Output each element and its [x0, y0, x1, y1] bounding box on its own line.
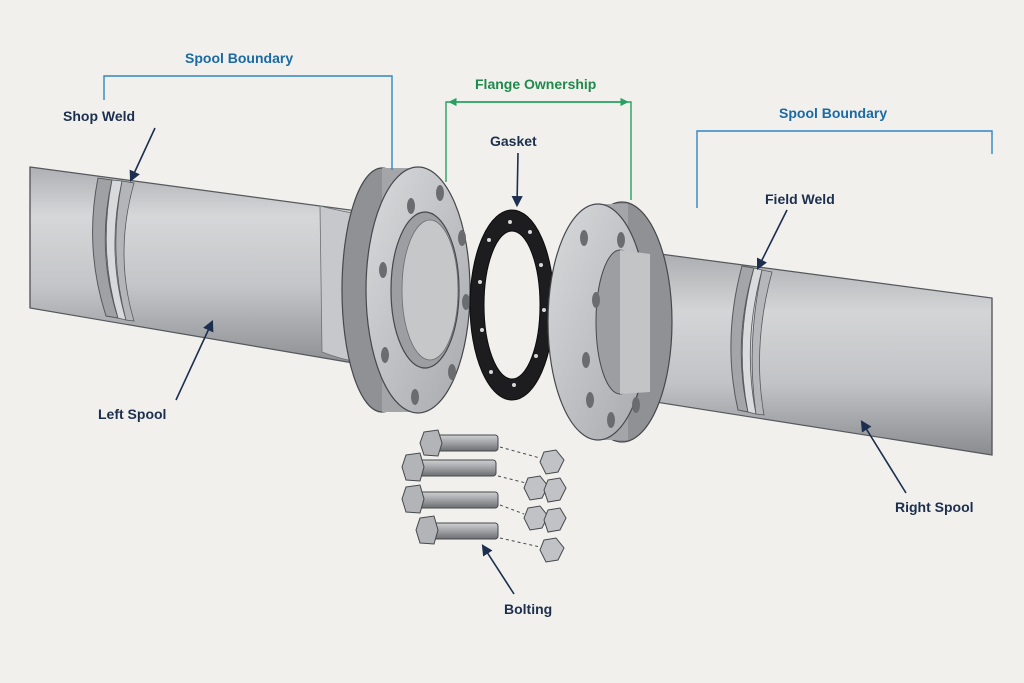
bolt [415, 515, 565, 563]
shop-weld-bead [92, 177, 135, 322]
field-weld-bead [730, 265, 773, 416]
spool-boundary-bracket-right [696, 130, 993, 208]
field-weld-label: Field Weld [765, 191, 835, 207]
spool-boundary-bracket-left [103, 75, 393, 170]
right-spool-pipe [629, 249, 993, 456]
spool-boundary-left-label: Spool Boundary [185, 50, 294, 66]
bolt [401, 484, 567, 533]
bolt [419, 429, 565, 475]
right-spool-label: Right Spool [895, 499, 974, 515]
callout-leaders [129, 127, 907, 595]
flange-ownership-bracket [445, 97, 632, 200]
gasket-label: Gasket [490, 133, 537, 149]
left-spool-pipe [29, 166, 366, 366]
gasket [469, 209, 555, 401]
bolting-set [401, 429, 567, 563]
flange-ownership-label: Flange Ownership [475, 76, 597, 92]
bolt [401, 452, 567, 503]
right-flange [547, 201, 673, 443]
shop-weld-label: Shop Weld [63, 108, 136, 124]
spool-boundary-right-label: Spool Boundary [779, 105, 888, 121]
left-spool-label: Left Spool [98, 406, 167, 422]
left-flange [341, 166, 471, 414]
bolting-label: Bolting [504, 601, 553, 617]
